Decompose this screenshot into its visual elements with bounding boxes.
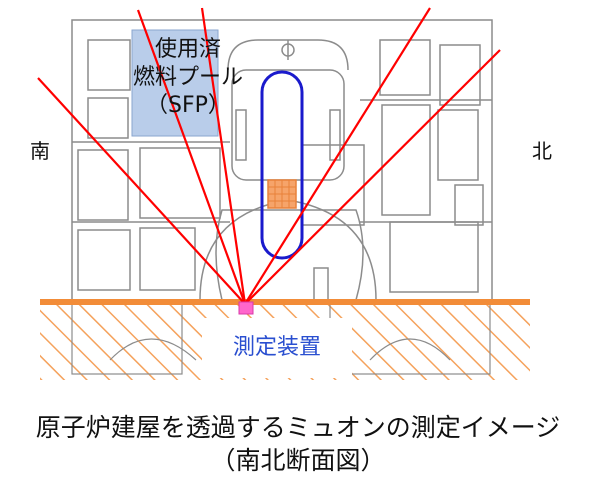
caption-subtitle: （南北断面図） [210, 446, 386, 475]
south-label: 南 [30, 139, 50, 163]
sfp-label-line1: 使用済 [154, 37, 221, 62]
sfp-label: 使用済 燃料プール （SFP） [118, 36, 258, 120]
caption-title: 原子炉建屋を透過するミュオンの測定イメージ [35, 413, 561, 442]
north-label: 北 [532, 139, 552, 163]
sfp-pool-area [131, 29, 219, 137]
reactor-vessel-outline [260, 70, 304, 260]
sfp-label-line3: （SFP） [146, 93, 230, 118]
measurement-device-label: 測定装置 [202, 318, 352, 378]
detector-icon [238, 301, 254, 315]
sfp-label-line2: 燃料プール [132, 65, 243, 90]
fuel-assembly-grid [267, 179, 297, 209]
muon-rays [37, 7, 501, 305]
